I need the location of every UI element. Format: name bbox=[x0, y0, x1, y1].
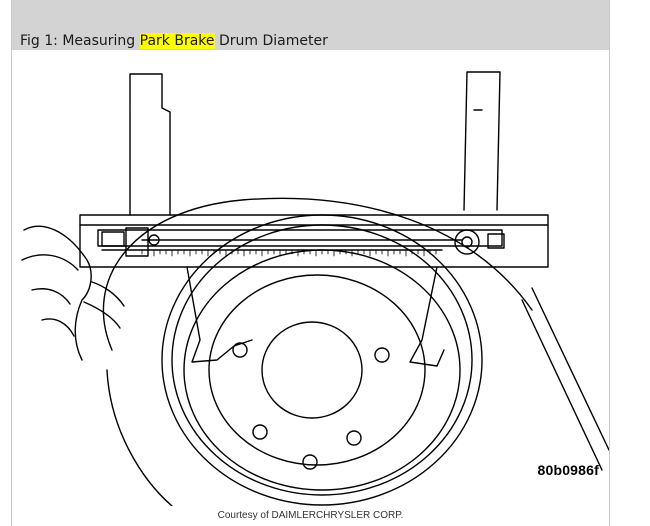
caption-prefix: Fig 1: Measuring bbox=[20, 33, 140, 49]
adjustment-knob bbox=[454, 229, 480, 255]
lug-hole bbox=[346, 430, 362, 446]
caliper-beam bbox=[79, 214, 549, 268]
drum-hub-face bbox=[208, 274, 426, 466]
lug-hole bbox=[252, 424, 268, 440]
caliper-left-lower-jaw bbox=[186, 266, 253, 363]
hand bbox=[23, 225, 92, 361]
lug-hole bbox=[232, 342, 248, 358]
caption-highlight: Park Brake bbox=[139, 33, 215, 49]
slider-block bbox=[125, 227, 149, 257]
caliper-left-upper-jaw bbox=[129, 73, 171, 216]
caption-bar: Fig 1: Measuring Park Brake Drum Diamete… bbox=[12, 0, 609, 50]
figure-frame: Fig 1: Measuring Park Brake Drum Diamete… bbox=[11, 0, 610, 526]
credit-line: Courtesy of DAIMLERCHRYSLER CORP. bbox=[217, 510, 404, 521]
technical-illustration bbox=[12, 50, 609, 506]
lug-hole bbox=[302, 454, 318, 470]
center-bore bbox=[261, 321, 363, 419]
caliper-right-upper-jaw bbox=[463, 71, 501, 211]
caliper-drum-drawing bbox=[21, 71, 609, 506]
figure-caption: Fig 1: Measuring Park Brake Drum Diamete… bbox=[20, 32, 328, 50]
caliper-right-lower-jaw bbox=[409, 266, 445, 367]
lug-hole bbox=[374, 347, 390, 363]
figure-code: 80b0986f bbox=[537, 462, 599, 478]
caption-suffix: Drum Diameter bbox=[214, 33, 328, 49]
